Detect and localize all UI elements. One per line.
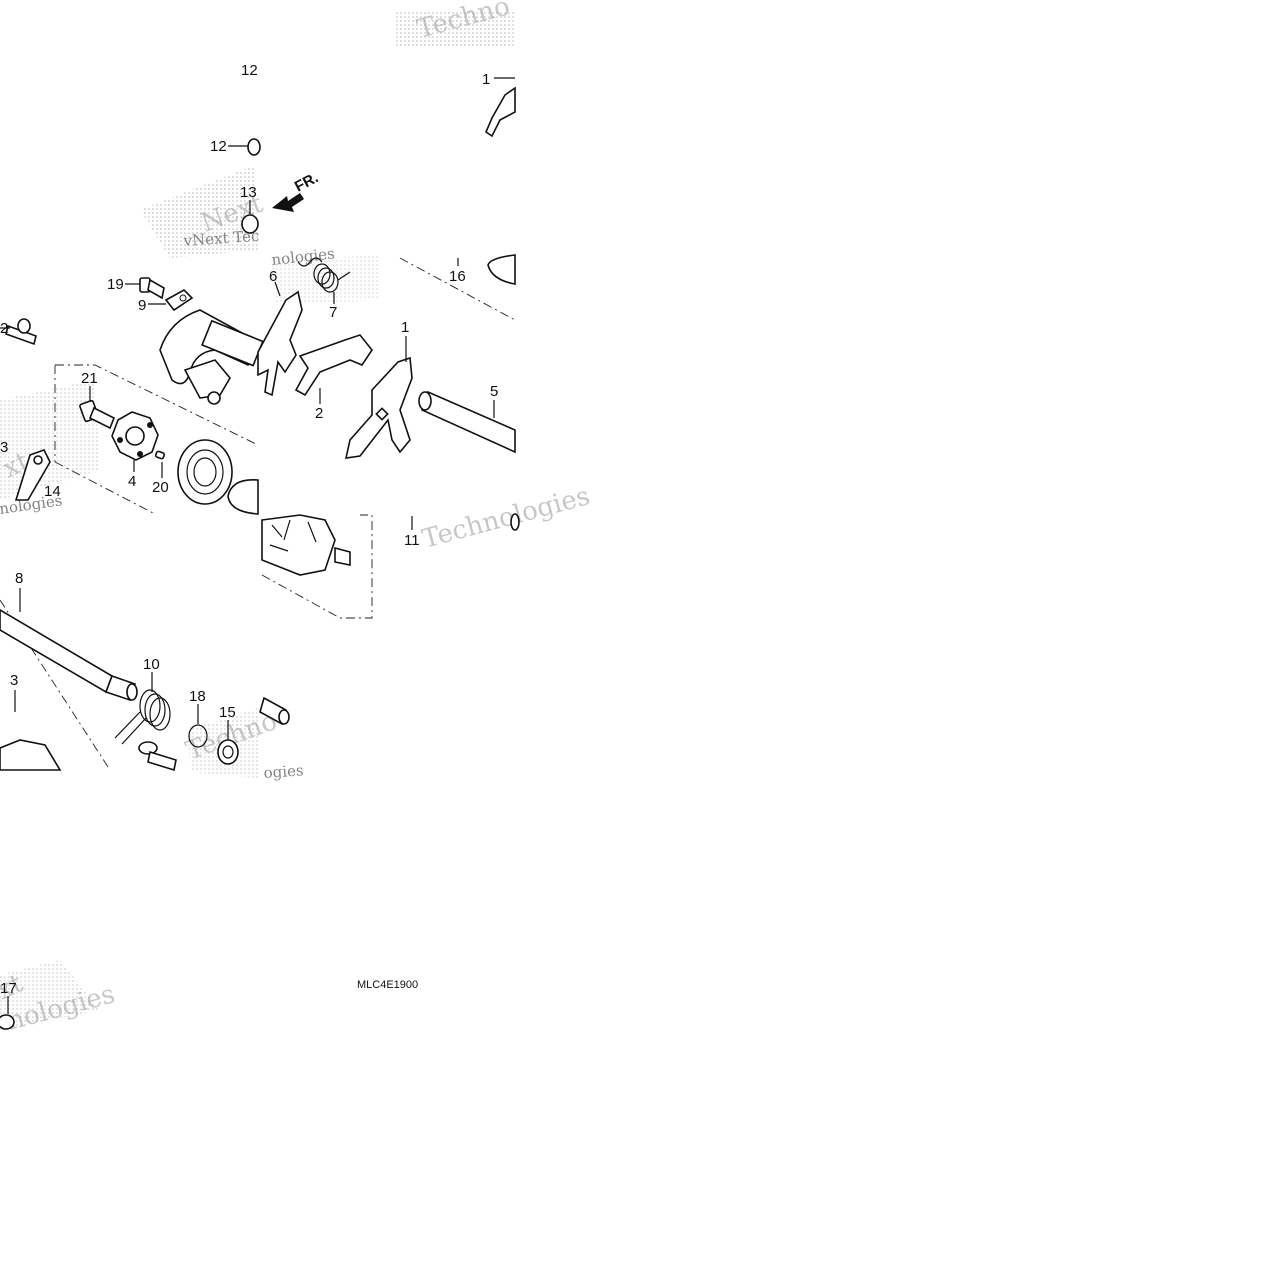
callout-number: 5 (490, 383, 498, 400)
seal-fragment (227, 479, 259, 515)
callout-number: 8 (15, 570, 23, 587)
part-11 (510, 513, 520, 531)
watermark: Technologies (419, 481, 593, 555)
pin-bolt (138, 741, 177, 772)
part-illustrations (0, 86, 520, 1030)
watermark: ogies (263, 761, 304, 782)
callout-number: 11 (404, 532, 420, 549)
plate-9 (164, 289, 194, 312)
shift-fork-fragment (485, 86, 516, 138)
shift-fork-shaft-5 (418, 390, 516, 454)
star-plate-4 (111, 411, 159, 461)
bolt-2-left (5, 318, 37, 346)
callout-number: 10 (143, 656, 160, 673)
callout-number: 3 (10, 672, 18, 689)
collar (259, 696, 290, 726)
pin-20 (154, 450, 166, 460)
callout-number: 13 (240, 184, 257, 201)
shift-drum-fragment-lower (0, 739, 62, 771)
part-17 (0, 1014, 15, 1030)
return-spring-10 (114, 689, 171, 745)
callout-number: 6 (269, 268, 277, 285)
callout-number: 18 (189, 688, 206, 705)
washer-15 (217, 739, 239, 765)
callout-number: 20 (152, 479, 169, 496)
callout-labels: 12 1 12 13 6 16 7 19 9 2 1 21 5 2 4 20 3… (0, 62, 498, 997)
callout-number: 4 (128, 473, 136, 490)
shift-drum (261, 514, 351, 576)
spring-6 (297, 257, 323, 267)
callout-number: 9 (138, 297, 146, 314)
gearshift-spindle-8 (0, 609, 138, 702)
leader-lines (0, 77, 515, 1014)
callout-number: 14 (44, 483, 61, 500)
shift-drum-fragment (487, 254, 516, 285)
callout-number: 2 (315, 405, 323, 422)
callout-number: 1 (401, 319, 409, 336)
callout-number: 19 (107, 276, 124, 293)
callout-number: 3 (0, 439, 8, 456)
callout-number: 21 (81, 370, 98, 387)
bolt-13 (241, 214, 259, 234)
callout-number: 15 (219, 704, 236, 721)
callout-number: 2 (0, 320, 8, 337)
front-direction-arrow: FR. (272, 169, 321, 212)
callout-number: 17 (0, 980, 17, 997)
direction-label: FR. (292, 169, 321, 195)
spring-7 (313, 263, 351, 293)
gearshift-arm-assembly (159, 309, 264, 405)
callout-number: 12 (241, 62, 258, 79)
shift-fork-6 (257, 290, 303, 397)
callout-number: 16 (449, 268, 466, 285)
shift-fork-2 (294, 334, 373, 397)
shift-fork-1 (344, 356, 413, 459)
circlip-18 (188, 724, 208, 748)
bolt-21 (79, 399, 116, 430)
bolt-19 (139, 277, 165, 300)
callout-number: 1 (482, 71, 490, 88)
diagram-code: MLC4E1900 (357, 979, 418, 991)
bolt-12 (247, 138, 261, 156)
callout-number: 7 (329, 304, 337, 321)
watermark: vNext Tec (182, 227, 260, 250)
bearing (177, 439, 233, 505)
front-arrow-icon (272, 193, 304, 212)
callout-number: 12 (210, 138, 227, 155)
